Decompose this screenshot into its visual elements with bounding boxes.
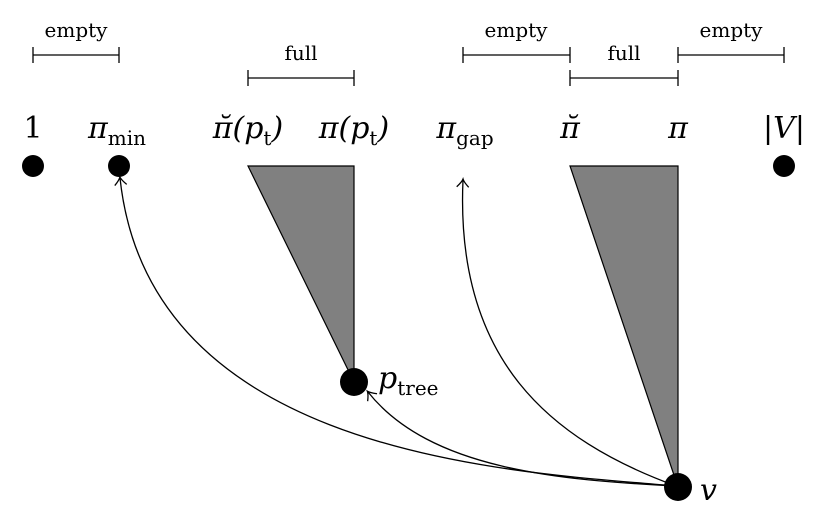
node-v — [664, 473, 692, 501]
range-label: full — [284, 41, 317, 65]
label-v: v — [700, 473, 717, 508]
range-full-left: full — [247, 41, 355, 86]
node-p-tree — [340, 368, 368, 396]
dot-one — [22, 155, 44, 177]
label-pi-gap: πgap — [435, 111, 493, 150]
range-label: empty — [700, 18, 764, 42]
range-label: empty — [485, 18, 549, 42]
range-empty-left: empty — [32, 18, 120, 63]
range-label: full — [607, 41, 640, 65]
dot-abs-v — [773, 155, 795, 177]
label-p-tree: ptree — [378, 361, 439, 400]
label-one: 1 — [23, 111, 42, 146]
label-abs-v: |V| — [763, 111, 805, 146]
wedge-left — [247, 165, 355, 383]
dot-pi-min — [108, 155, 130, 177]
label-pi-min: πmin — [87, 111, 146, 150]
range-empty-mid: empty — [462, 18, 571, 63]
range-label: empty — [45, 18, 109, 42]
label-pi-pt: π(pt) — [318, 111, 389, 150]
arrow-v-to-p-tree — [366, 389, 677, 487]
arrow-v-to-pi-min — [114, 174, 677, 487]
range-full-right: full — [569, 41, 679, 86]
label-breve-pi: π̆ — [559, 111, 581, 146]
range-empty-right: empty — [677, 18, 785, 63]
arrow-v-to-pi-gap — [456, 176, 677, 487]
wedge-right — [569, 165, 679, 488]
label-pi: π — [667, 111, 689, 146]
label-breve-pi-pt: π̆(pt) — [212, 111, 283, 150]
